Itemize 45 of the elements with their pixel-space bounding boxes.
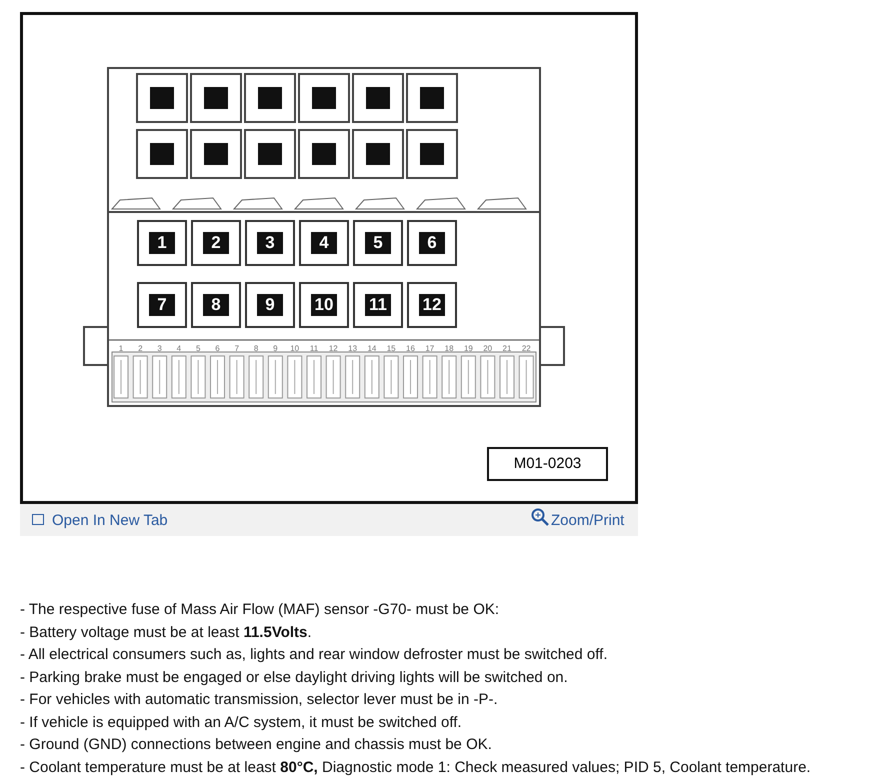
slot-number: 6 [419,232,445,254]
slot-number: 3 [257,232,283,254]
slot-number: 9 [257,294,283,316]
slot-number: 10 [311,294,337,316]
pin-number: 5 [194,344,202,353]
pin-number: 14 [366,344,378,353]
pin-number: 3 [156,344,163,353]
pin-number: 10 [289,344,300,353]
pin-number: 2 [137,344,144,353]
open-tab-link: Open In New Tab [52,512,168,529]
slot-number: 5 [365,232,391,254]
instruction-text: - If vehicle is equipped with an A/C system, it must be switched off. [20,714,462,730]
figure-code: M01-0203 [487,447,608,481]
slot-number: 7 [149,294,175,316]
pin-number: 16 [405,344,416,353]
pin-number: 22 [520,344,532,353]
instruction-text: - Ground (GND) connections between engine and chassis must be OK. [20,736,492,753]
pin-number: 15 [386,344,397,353]
pin-number: 19 [462,344,474,353]
pin-number: 11 [308,344,320,353]
pin-number: 17 [424,344,436,353]
instruction-text: - For vehicles with automatic transmission, selector lever must be in -P-. [20,691,498,708]
pin-number: 12 [328,344,339,353]
pin-number: 21 [502,344,512,353]
slot-number: 1 [149,232,175,254]
slot-number: 2 [203,232,229,254]
zoom-print-link: Zoom/Print [551,512,624,529]
pin-number: 13 [347,344,358,353]
pin-number: 1 [118,344,124,353]
instruction-text: - The respective fuse of Mass Air Flow (MAF) sensor -G70- must be OK: [20,601,500,618]
slot-number: 12 [419,294,445,316]
instruction-text: - All electrical consumers such as, lights and rear window defroster must be switched off. [20,646,608,663]
pin-number: 8 [252,344,260,353]
pin-number: 4 [176,344,182,353]
slot-number: 8 [203,294,229,316]
instruction-text: - Parking brake must be engaged or else daylight driving lights will be switched on. [20,668,568,686]
pin-number: 6 [214,344,221,353]
pin-number: 18 [444,344,455,353]
instruction-text: - Coolant temperature must be at least 80°C, Diagnostic mode 1: Check measured values; PID 5, Coolant temperature. [20,758,811,776]
slot-number: 4 [311,232,337,254]
instruction-text: - Battery voltage must be at least 11.5Volts. [20,624,312,640]
pin-number: 7 [234,344,240,353]
pin-number: 9 [272,344,279,353]
pin-number: 20 [482,344,494,353]
slot-number: 11 [365,294,391,316]
